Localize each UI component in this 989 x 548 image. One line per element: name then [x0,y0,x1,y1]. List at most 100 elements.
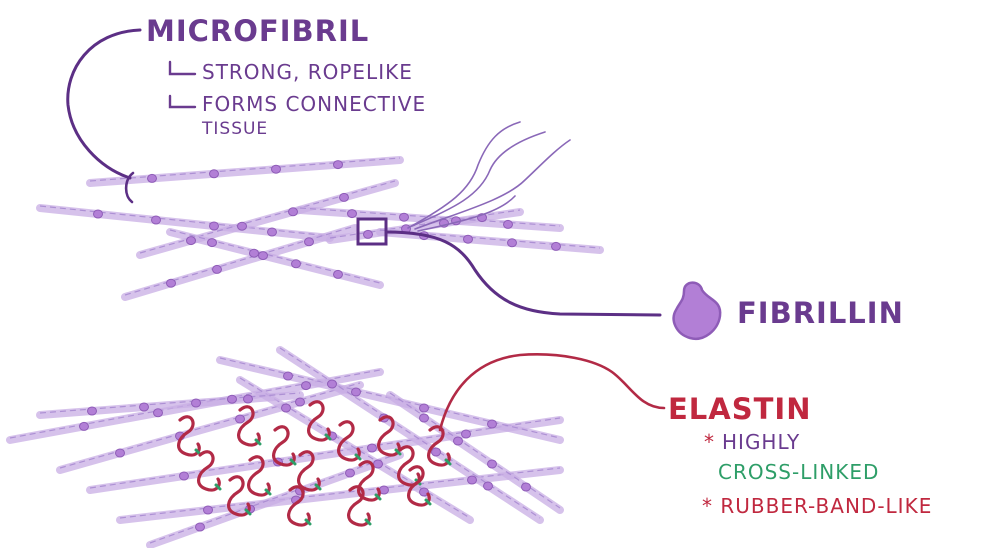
fibrillin-node [93,209,103,219]
fibrillin-node [373,459,383,469]
cross-link [374,493,382,501]
fibrillin-node [333,160,343,170]
fibrillin-node [503,219,513,229]
microfibril-strand [36,204,334,242]
fibrillin-node [195,522,205,532]
strand-twist [149,452,401,544]
cross-link [444,458,452,466]
microfibril-strand [86,416,564,494]
point-marker-2 [168,94,197,109]
fibrillin-node [431,447,441,457]
cross-link [194,448,202,456]
microfibril-point-tissue: TISSUE [202,119,269,139]
strand-twist [119,467,561,519]
fibrillin-node [461,429,471,439]
fibrillin-node [327,379,337,389]
strand-body [216,356,564,444]
microfibril-strand [86,156,404,187]
fibrillin-node [249,248,259,258]
fibrillin-node [483,481,493,491]
microfibril-bracket [124,171,135,204]
fibrillin-node [419,403,429,413]
fibrillin-node [203,505,213,515]
microfibril-strand [386,391,564,514]
strand-body [386,391,564,514]
fibrillin-node [351,387,361,397]
fibrillin-node [288,207,298,217]
strand-body [36,204,334,242]
fibrillin-node [139,402,149,412]
fibrillin-node [399,212,409,222]
fibrillin-node [87,406,97,416]
strand-body [56,381,364,474]
microfibril-strand [121,224,359,301]
fibrillin-node [487,419,497,429]
point-marker-1 [168,60,197,76]
fibrillin-node [209,221,219,231]
fibrillin-node [79,421,89,431]
fibrillin-node [304,237,314,247]
strand-body [36,391,304,419]
cross-link [314,483,322,491]
elastin-coils [177,400,452,527]
strand-body [166,228,384,289]
fibrillin-node [235,414,245,424]
fibrillin-node [295,397,305,407]
strand-twist [59,382,361,469]
fibrillin-node [291,259,301,269]
elastin-bullet-rubber-band: * RUBBER-BAND-LIKE [702,494,933,518]
strand-twist [124,225,356,296]
strand-body [136,179,399,259]
microfibril-strand [56,381,364,474]
microfibril-title: MICROFIBRIL [146,14,370,48]
fibrillin-node [301,381,311,391]
elastin-leader-line [438,353,666,432]
fibrillin-node [347,209,357,219]
elastin-title: ELASTIN [668,392,812,426]
strand-twist [169,229,381,284]
microfibril-strand [236,376,474,524]
strand-body [86,156,404,187]
fibrillin-node [271,164,281,174]
strand-twist [299,207,561,227]
cross-link [364,518,372,526]
strand-body [86,416,564,494]
cross-link [304,518,312,526]
fibrillin-node [281,403,291,413]
fibrillin-node [333,269,343,279]
fibrillin-node [237,221,247,231]
fibrillin-title: FIBRILLIN [737,296,904,330]
fibrillin-node [227,394,237,404]
fibrillin-node [467,475,477,485]
strand-twist [89,417,561,489]
fibrillin-node [209,169,219,179]
microfibril-strands [6,156,604,548]
fibrillin-node [339,192,349,202]
fibrillin-node [463,234,473,244]
fibrillin-node [487,459,497,469]
strand-twist [239,377,471,519]
fibrillin-node [212,264,222,274]
fibrillin-node [521,482,531,492]
cross-link [264,488,272,496]
strand-twist [379,229,601,249]
fibrillin-node [258,251,268,261]
microfibril-strand [136,179,399,259]
elastin-bullet-cross-linked: CROSS-LINKED [718,460,880,484]
fibrillin-node [419,487,429,497]
fibrillin-icon [672,281,722,341]
microfibril-strand [146,451,404,548]
microfibril-strand [276,346,544,524]
microfibril-point-strong: STRONG, ROPELIKE [202,60,413,84]
microfibril-frayed-ends [407,121,571,232]
cross-link [214,483,222,491]
fibrillin-node [283,371,293,381]
fibrillin-node [345,468,355,478]
microfibril-point-connective: FORMS CONNECTIVE [202,92,427,116]
fibrillin-node [191,398,201,408]
fibrillin-node [207,238,217,248]
strand-body [276,346,544,524]
strand-twist [139,180,396,254]
strand-twist [39,205,331,237]
